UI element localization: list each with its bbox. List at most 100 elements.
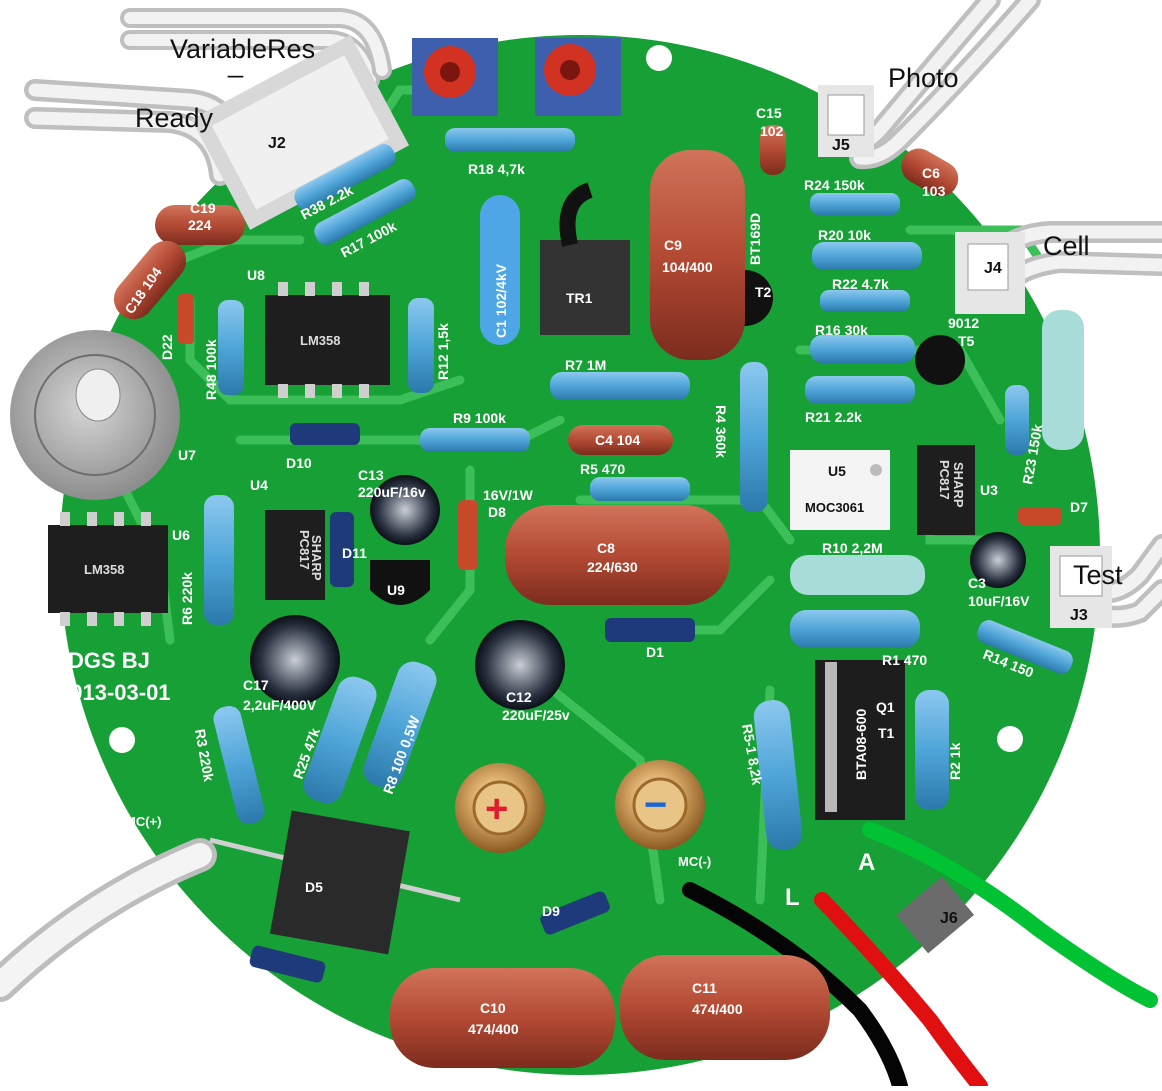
r1-label: R1 470 [882,652,927,668]
cell-label: Cell [1043,231,1090,261]
u5-chip: MOC3061 [805,500,864,515]
r18-label: R18 4,7k [468,161,525,177]
triac-part: BTA08-600 [853,708,869,780]
u4-chip: PC817 [297,530,312,570]
mc-minus-black-cable [682,882,908,1091]
u4-sharp: SHARP [309,535,324,581]
plus-terminal-glyph: + [485,787,508,831]
cap-c12 [475,620,565,710]
c9-ref: C9 [664,237,682,253]
r16-label: R16 30k [815,322,868,338]
c3-val: 10uF/16V [968,593,1030,609]
mc-minus-label: MC(-) [678,854,711,869]
ready-label: Ready [135,103,214,133]
c17-val: 2,2uF/400V [243,697,317,713]
connector-j4 [955,232,1025,314]
minus-terminal-glyph: − [644,783,667,827]
t5-part: 9012 [948,315,979,331]
film-caps [113,125,959,1068]
w2-label: W2 103 [564,22,612,38]
r12-label: R12 1,5k [435,323,451,380]
c10-ref: C10 [480,1000,506,1016]
r2-label: R2 1k [947,742,963,780]
mounting-hole [109,727,135,753]
c6-val: 103 [922,183,946,199]
t1-label: T1 [878,725,895,741]
c1-label: C1 102/4kV [493,263,509,338]
c9-val: 104/400 [662,259,713,275]
trimmer-w1 [412,38,498,116]
trimmer-w2 [535,38,621,116]
r24-label: R24 150k [804,177,865,193]
mc-plus-label: MC(+) [125,814,161,829]
u8-ref: U8 [247,267,265,283]
transistor-u9 [370,560,430,605]
j5-label: J5 [832,137,850,154]
r6-label: R6 220k [179,572,195,625]
buzzer-u7 [10,330,180,500]
c12-val: 220uF/25v [502,707,570,723]
mc-plus-cable [0,838,217,1002]
r20-label: R20 10k [818,227,871,243]
u9-label: U9 [387,582,405,598]
j2-label: J2 [268,135,286,152]
triac-q1 [815,660,905,820]
c12-ref: C12 [506,689,532,705]
cap-c17 [250,615,340,705]
r48-label: R48 100k [203,339,219,400]
ic-u4 [265,510,325,600]
c10-val: 474/400 [468,1021,519,1037]
board-date: 2013-03-01 [58,680,171,705]
diode-d5 [209,810,461,955]
u6-chip: LM358 [84,562,124,577]
u7-label: U7 [178,447,196,463]
c15-ref: C15 [756,105,782,121]
d22-label: D22 [159,334,175,360]
l-label: L [785,884,800,911]
r7-label: R7 1M [565,357,606,373]
ic-u3 [917,445,975,535]
cap-c3 [970,532,1026,588]
t2-label: T2 [755,284,772,300]
c13-val: 220uF/16v [358,484,426,500]
a-label: A [858,849,875,876]
d10-label: D10 [286,455,312,471]
connector-j5 [818,85,874,157]
cap-c13 [370,475,440,545]
d8-rating: 16V/1W [483,487,534,503]
connector-j3 [1050,546,1112,628]
connector-j6 [895,876,975,954]
w1-label: W1 104 [420,18,468,34]
q1-label: Q1 [876,699,895,715]
c4-label: C4 104 [595,432,640,448]
d9-label: D9 [542,903,560,919]
transformer-tr1 [540,182,630,335]
d6-label: D6 [278,990,296,1006]
u3-sharp: SHARP [951,462,966,508]
test-label: Test [1073,560,1123,590]
c8-ref: C8 [597,540,615,556]
variable-res-underscore: _ [227,48,244,78]
ic-u6 [48,512,168,626]
u3-chip: PC817 [937,460,952,500]
resistors [204,128,1084,850]
transistor-t5 [915,335,966,385]
u8-chip: LM358 [300,333,340,348]
r22-label: R22 4.7k [832,276,889,292]
board-maker: DGS BJ [68,648,150,673]
terminal-minus [615,760,705,850]
d1-label: D1 [646,644,664,660]
c19-val: 224 [188,217,212,233]
r9-label: R9 100k [453,410,506,426]
variable-res-label: VariableRes [170,34,315,64]
d8-label: D8 [488,504,506,520]
r10-label: R10 2,2M [822,540,883,556]
mounting-hole [997,726,1023,752]
c19-ref: C19 [190,200,216,216]
r19-label: R19 2,2M [1083,360,1099,421]
u5-ref: U5 [828,463,846,479]
r4-label: R4 360k [713,405,729,458]
c11-val: 474/400 [692,1001,743,1017]
r21-label: R21 2.2k [805,409,862,425]
